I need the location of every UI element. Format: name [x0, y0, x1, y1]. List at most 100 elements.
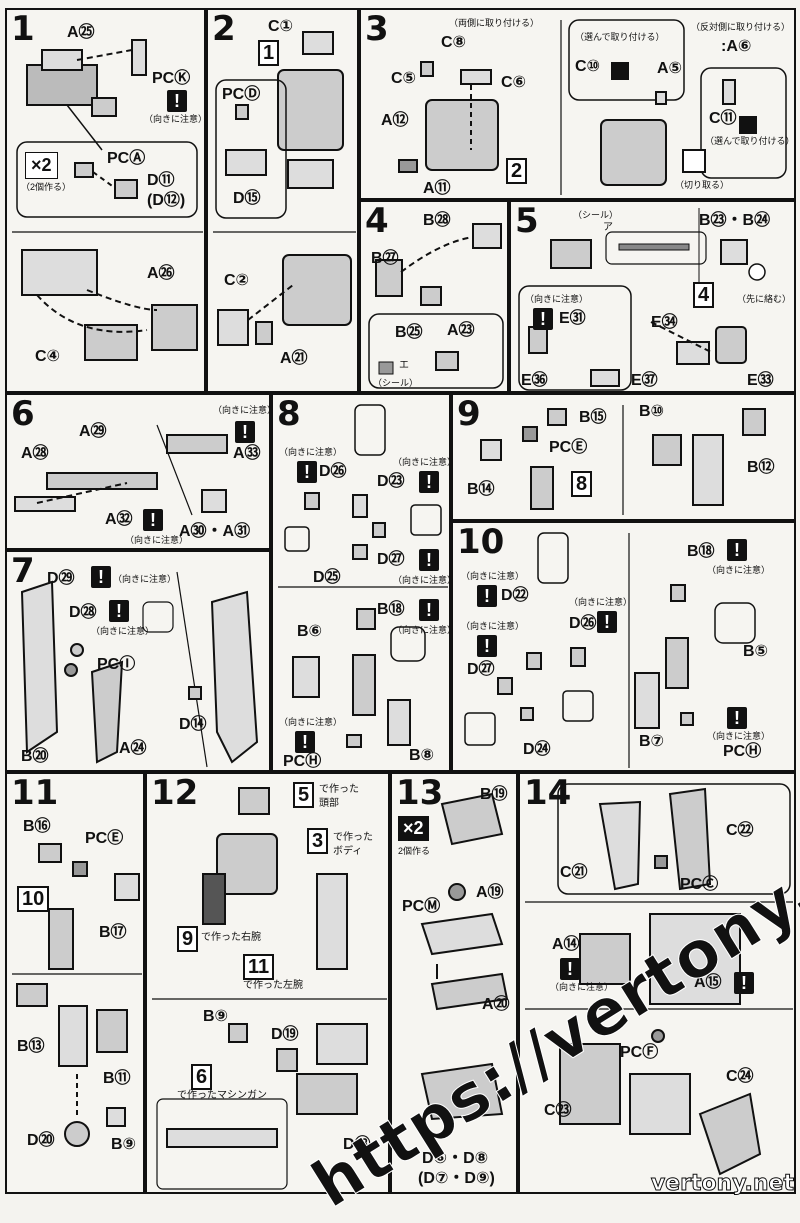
note-select-2: （選んで取り付ける） [705, 136, 795, 146]
part-label-pch: PCⒽ [283, 753, 322, 770]
caution-note-2: （向きに注意） [125, 535, 189, 545]
part-label-b18: B⑱ [687, 543, 715, 560]
part-label-d23: D㉓ [377, 473, 405, 490]
step-9-panel: 9 B⑮ PCⒺ B⑭ 8 B⑩ B⑫ [451, 393, 796, 521]
step-ref-6: 6 [191, 1064, 213, 1090]
step-5-panel: 5 （シール） ア B㉓・B㉔ 4 （先に絡む） （向きに注意） ! E㉛ E㉞… [509, 200, 796, 393]
part-label-a26: A㉖ [147, 265, 175, 282]
step-ref-9: 9 [177, 926, 199, 952]
caution-icon-5: ! [727, 707, 747, 729]
caution-icon-2: ! [597, 611, 617, 633]
part-label-a19: A⑲ [476, 884, 504, 901]
step-13-drawing [420, 792, 509, 1121]
head-ref-text-2: 頭部 [319, 798, 339, 809]
caution-icon: ! [91, 566, 111, 588]
corner-watermark: vertony.net [650, 1171, 794, 1197]
caution-note-5: （向きに注意） [707, 731, 771, 741]
step-ref-8: 8 [571, 471, 593, 497]
step-number: 7 [11, 551, 35, 591]
caution-note-5: （向きに注意） [279, 717, 343, 727]
part-label-a15: A⑮ [694, 974, 722, 991]
caution-icon: ! [533, 308, 553, 330]
part-label-e31: E㉛ [559, 310, 586, 327]
seal-label: （シール） [373, 378, 419, 388]
step-11-panel: 11 B⑯ PCⒺ 10 B⑰ B⑬ B⑪ D⑳ B⑨ [5, 772, 145, 1194]
part-label-c4: C④ [35, 348, 61, 365]
part-label-b15: B⑮ [579, 409, 607, 426]
caution-note-2: （向きに注意） [393, 457, 451, 467]
note-tip: （先に絡む） [737, 294, 792, 304]
step-number: 2 [212, 9, 236, 49]
step-number: 4 [365, 201, 389, 241]
part-label-a14: A⑭ [552, 936, 580, 953]
caution-icon: ! [477, 585, 497, 607]
caution-icon: ! [560, 958, 580, 980]
step-ref-4: 4 [693, 282, 715, 308]
part-label-b16: B⑯ [23, 818, 51, 835]
caution-note-2: （向きに注意） [91, 626, 155, 636]
caution-note-3: （向きに注意） [461, 621, 525, 631]
note-reverse: （反対側に取り付ける） [691, 22, 791, 32]
step-1-panel: 1 A㉕ PCⓀ ! （向きに注意） ×2 （2個作る） PCⒶ D⑪ (D⑫) [5, 8, 206, 393]
part-label-d26: D㉖ [319, 463, 347, 480]
part-label-d25: D㉕ [313, 569, 341, 586]
part-label-c6: C⑥ [501, 74, 527, 91]
part-label-b12: B⑫ [747, 459, 775, 476]
part-label-a28: A㉘ [21, 445, 49, 462]
part-label-a21: A㉑ [280, 350, 308, 367]
part-label-d15: D⑮ [233, 190, 261, 207]
seal-code: ア [603, 222, 613, 233]
caution-icon-2: ! [143, 509, 163, 531]
step-10-panel: 10 （向きに注意） ! D㉒ D㉖ ! （向きに注意） （向きに注意） ! D… [451, 521, 796, 772]
right-arm-ref-text: で作った右腕 [201, 932, 261, 943]
part-label-b6: B⑥ [297, 623, 323, 640]
part-label-b18: B⑱ [377, 601, 405, 618]
part-label-c10: C⑩ [575, 58, 601, 75]
step-ref-10: 10 [17, 886, 50, 912]
part-label-b28: B㉘ [423, 212, 451, 229]
caution-note: （向きに注意） [461, 571, 525, 581]
step-number: 12 [151, 773, 199, 813]
caution-note: （向きに注意） [279, 447, 343, 457]
part-label-b25: B㉕ [395, 324, 423, 341]
part-label-a33: A㉝ [233, 445, 261, 462]
step-12-panel: 12 5 で作った 頭部 3 で作った ボディ 9 で作った右腕 11 で作った… [145, 772, 390, 1194]
left-arm-ref-text: で作った左腕 [243, 980, 303, 991]
caution-note: （向きに注意） [113, 574, 177, 584]
caution-icon-3: ! [419, 549, 439, 571]
step-number: 13 [396, 773, 444, 813]
part-label-d28: D㉘ [69, 604, 97, 621]
part-label-a29: A㉙ [79, 423, 107, 440]
step-ref-3: 3 [307, 828, 329, 854]
step-number: 11 [11, 773, 59, 813]
part-label-pcc: PCⒸ [680, 876, 719, 893]
part-label-e36: E㊱ [521, 372, 548, 389]
part-label-d27: D㉗ [377, 551, 405, 568]
step-number: 10 [457, 522, 505, 562]
caution-note: （向きに注意） [550, 982, 614, 992]
part-label-d14: D⑭ [179, 716, 207, 733]
step-12-drawing [152, 787, 387, 1190]
caution-icon-4: ! [419, 599, 439, 621]
step-6-drawing [14, 424, 228, 516]
part-label-d22: D㉒ [501, 587, 529, 604]
part-label-d29: D㉙ [47, 570, 75, 587]
caution-note: （向きに注意） [144, 114, 206, 124]
step-4-drawing [368, 223, 504, 389]
step-7-drawing [20, 571, 259, 768]
step-14-drawing [525, 783, 793, 1176]
caution-icon: ! [235, 421, 255, 443]
caution-icon-2: ! [109, 600, 129, 622]
part-label-b20: B⑳ [21, 748, 49, 765]
step-14-panel: 14 C㉒ C㉑ PCⒸ A⑭ ! （向きに注意） A⑮ ! PCⒻ C㉔ C㉓ [518, 772, 796, 1194]
seal-label: （シール） [573, 210, 619, 220]
step-number: 6 [11, 394, 35, 434]
body-ref-text-2: ボディ [333, 846, 363, 857]
part-label-b10: B⑩ [639, 403, 665, 420]
part-label-b23-b24: B㉓・B㉔ [699, 212, 771, 229]
step-8-drawing [278, 404, 448, 748]
step-number: 14 [524, 773, 572, 813]
step-ref-5: 5 [293, 782, 315, 808]
part-label-a23: A㉓ [447, 322, 475, 339]
